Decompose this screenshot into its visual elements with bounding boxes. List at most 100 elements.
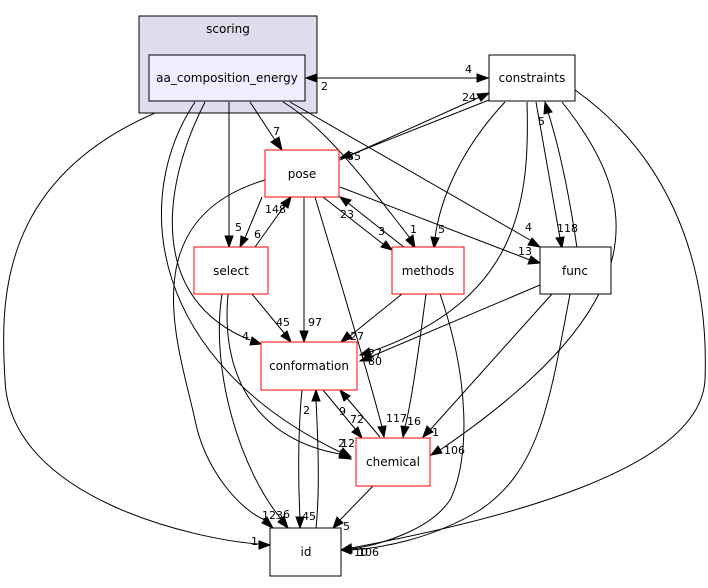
- edge-aa-id: 1: [3, 112, 272, 550]
- edge-arrowhead: [338, 449, 353, 460]
- node-func[interactable]: func: [539, 246, 612, 295]
- edge-methods-chemical: 16: [400, 293, 427, 439]
- node-select[interactable]: select: [193, 246, 269, 295]
- node-conformation[interactable]: conformation: [260, 341, 358, 391]
- edge-chemical-id: 5: [332, 485, 374, 533]
- edge-line: [251, 293, 286, 335]
- edge-id-conformation: 2: [303, 388, 321, 529]
- edge-line: [298, 389, 303, 519]
- edge-aa-select: 5: [224, 102, 242, 249]
- edge-line: [289, 101, 531, 241]
- edge-select-chemical: [226, 293, 353, 460]
- edge-label: 2: [303, 404, 310, 417]
- edge-pose-select: 6: [239, 196, 263, 249]
- edge-line: [350, 293, 571, 551]
- edge-label: 6: [283, 508, 290, 521]
- node-aa-composition-energy[interactable]: aa_composition_energy: [148, 54, 306, 102]
- edge-arrowhead: [280, 330, 292, 344]
- edge-label: 4: [242, 330, 249, 343]
- edge-line: [350, 293, 465, 550]
- node-label: methods: [402, 264, 455, 278]
- edge-aa-constraints: 4 2: [304, 63, 490, 93]
- edge-label: 1: [410, 223, 417, 236]
- node-box: [269, 527, 342, 577]
- node-pose[interactable]: pose: [264, 149, 340, 198]
- edge-label: 27: [350, 330, 364, 343]
- node-label: id: [301, 545, 312, 559]
- edge-line: [226, 293, 341, 455]
- node-chemical[interactable]: chemical: [355, 437, 431, 487]
- edge-line: [429, 293, 553, 431]
- edge-pose-chemical: 117: [314, 196, 407, 439]
- edge-arrowhead: [311, 388, 321, 402]
- edge-label: 45: [302, 510, 316, 523]
- edge-arrowhead: [527, 237, 542, 248]
- edge-label: 118: [557, 222, 578, 235]
- edge-line: [349, 99, 490, 156]
- edge-line: [369, 101, 528, 353]
- node-constraints[interactable]: constraints: [488, 54, 576, 102]
- edge-line: [345, 396, 381, 438]
- edge-arrowhead: [338, 196, 352, 207]
- edge-line: [535, 101, 561, 239]
- edge-arrowhead: [476, 92, 491, 102]
- edge-line: [350, 89, 706, 549]
- edge-func-chemical: 1: [422, 293, 553, 439]
- edge-label: 85: [347, 150, 361, 163]
- edge-aa-conformation: 4: [171, 101, 263, 346]
- edge-label: 106: [444, 444, 465, 457]
- edges: 4 2 7 5 1 4 4: [3, 63, 706, 559]
- edge-line: [349, 293, 403, 337]
- edge-label: 10: [354, 546, 368, 559]
- edge-label: 23: [340, 208, 354, 221]
- node-label: constraints: [499, 71, 566, 85]
- edge-label: 123: [262, 509, 283, 522]
- edge-label: 45: [276, 316, 290, 329]
- edge-pose-methods: 3: [322, 196, 394, 251]
- node-box: [148, 54, 306, 102]
- edge-line: [347, 202, 406, 249]
- edge-aa-func: 4: [289, 101, 542, 248]
- edge-line: [254, 204, 286, 248]
- edge-line: [282, 101, 411, 239]
- edge-label: 117: [386, 412, 407, 425]
- edge-constraints-func: 118: [535, 101, 578, 250]
- node-id[interactable]: id: [269, 527, 342, 577]
- edge-methods-pose: 23: [338, 196, 406, 249]
- edge-line: [249, 101, 276, 141]
- edge-select-id: 6: [218, 293, 290, 530]
- edge-arrowhead: [351, 426, 363, 440]
- edge-pose-func: 13: [339, 186, 542, 265]
- edge-line: [369, 284, 541, 358]
- edge-line: [314, 196, 383, 428]
- edge-label: 1: [432, 426, 439, 439]
- edge-func-id: 10 106: [339, 293, 571, 559]
- edge-label: 4: [465, 63, 472, 76]
- edge-line: [439, 101, 617, 451]
- edge-label: 24: [462, 91, 476, 104]
- edge-line: [339, 485, 374, 521]
- edge-label: 2: [321, 80, 328, 93]
- edge-line: [244, 196, 263, 239]
- edge-arrowhead: [422, 425, 434, 439]
- node-methods[interactable]: methods: [391, 246, 465, 295]
- edge-arrowhead: [339, 331, 353, 343]
- edge-label: 9: [339, 405, 346, 418]
- edge-line: [161, 101, 341, 453]
- node-box: [193, 246, 269, 295]
- edge-pose-id: 123: [173, 179, 283, 530]
- edge-arrowhead: [377, 425, 387, 439]
- edge-label: 72: [350, 413, 364, 426]
- edge-conformation-chemical: 72: [322, 389, 364, 440]
- edge-line: [547, 111, 578, 249]
- edge-line: [322, 389, 357, 431]
- edge-label: 1: [251, 535, 258, 548]
- edge-label: 106: [358, 546, 379, 559]
- edge-arrowhead: [249, 336, 263, 346]
- node-label: pose: [288, 167, 317, 181]
- edge-arrowhead: [261, 516, 275, 530]
- edge-line: [173, 179, 266, 521]
- edge-pose-conformation: 97: [299, 197, 322, 344]
- edge-line: [171, 101, 251, 341]
- edge-label: 2: [338, 437, 345, 450]
